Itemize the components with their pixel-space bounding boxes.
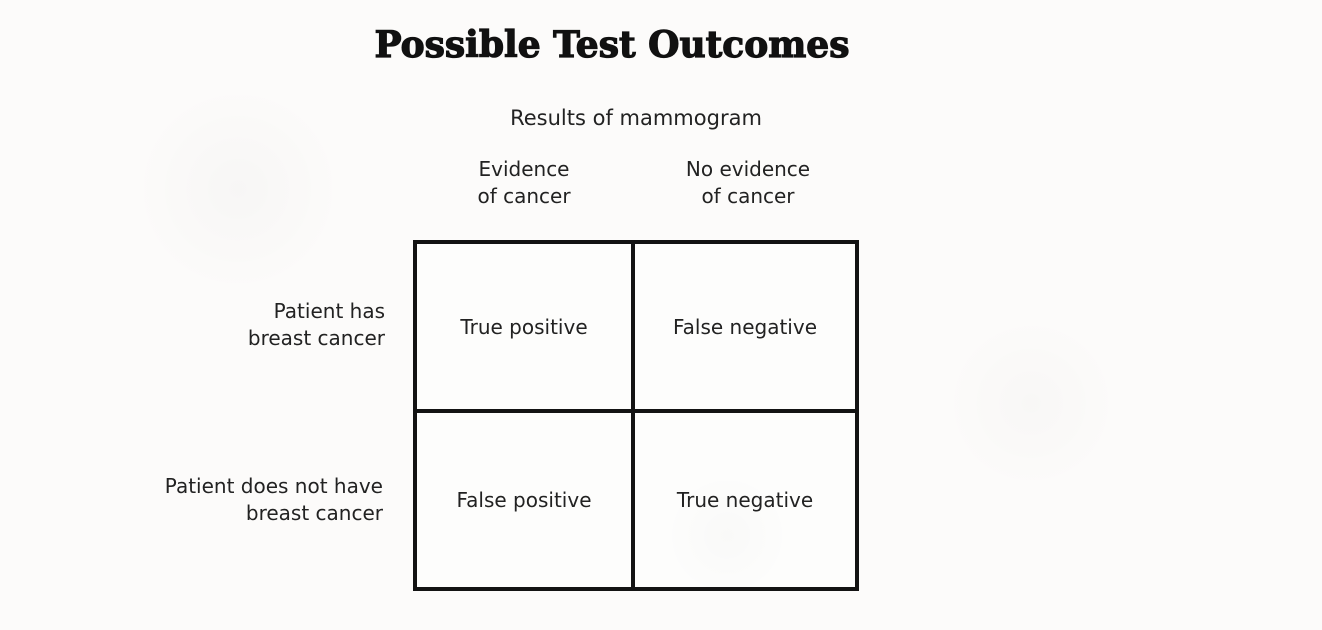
- outcome-matrix-grid: True positive False negative False posit…: [413, 240, 859, 591]
- column-header-evidence: Evidence of cancer: [477, 156, 570, 210]
- row-label-no-cancer: Patient does not have breast cancer: [165, 473, 383, 527]
- column-header-no-evidence: No evidence of cancer: [686, 156, 810, 210]
- row-label-line: Patient has: [273, 299, 385, 323]
- column-header-line: Evidence: [478, 157, 570, 181]
- row-label-line: breast cancer: [247, 326, 385, 350]
- row-label-line: Patient does not have: [164, 474, 383, 498]
- cell-false-positive: False positive: [417, 413, 635, 587]
- column-header-line: No evidence: [685, 157, 811, 181]
- row-label-line: breast cancer: [245, 501, 383, 525]
- column-header-line: of cancer: [701, 184, 795, 208]
- column-axis-label: Results of mammogram: [510, 106, 762, 130]
- cell-false-negative: False negative: [635, 244, 855, 413]
- row-label-has-cancer: Patient has breast cancer: [248, 298, 385, 352]
- column-header-line: of cancer: [477, 184, 571, 208]
- diagram-title: Possible Test Outcomes: [374, 23, 850, 66]
- cell-true-negative: True negative: [676, 488, 814, 512]
- cell-true-positive: True positive: [417, 244, 635, 413]
